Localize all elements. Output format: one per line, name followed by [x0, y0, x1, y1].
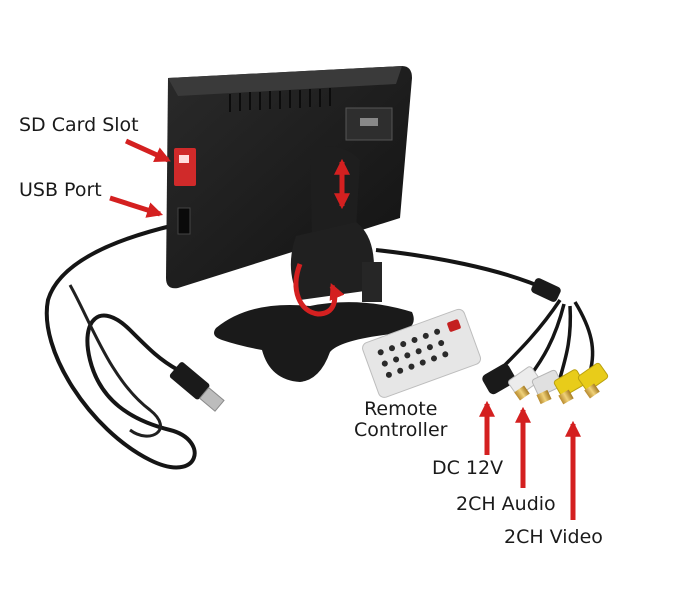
audio-label: 2CH Audio [456, 493, 556, 515]
remote-controller-label: Remote Controller [354, 398, 448, 442]
remote-label-line-1: Remote [364, 398, 438, 420]
red-rotate-arrow-icon [293, 263, 345, 317]
sd-card-slot-label: SD Card Slot [19, 114, 139, 136]
red-arrow-icon [124, 138, 171, 163]
remote-controller [362, 308, 482, 398]
av-cable [375, 248, 549, 292]
video-label: 2CH Video [504, 526, 603, 548]
dc-12v-label: DC 12V [432, 457, 504, 479]
video-rca-yellow [553, 362, 609, 405]
monitor-back [166, 66, 412, 289]
red-arrow-icon [109, 195, 164, 218]
usb-cable [44, 223, 197, 470]
sd-card-slot [174, 148, 196, 186]
audio-rca-white [508, 366, 540, 401]
usb-port [177, 207, 191, 235]
audio-rca-red [531, 369, 563, 405]
monitor-stand [214, 146, 414, 382]
remote-label-line-2: Controller [354, 419, 448, 442]
usb-cable-loop [68, 284, 162, 438]
usb-port-label: USB Port [19, 179, 102, 201]
usb-plug [169, 362, 225, 412]
dc-12v-connector [482, 363, 516, 395]
